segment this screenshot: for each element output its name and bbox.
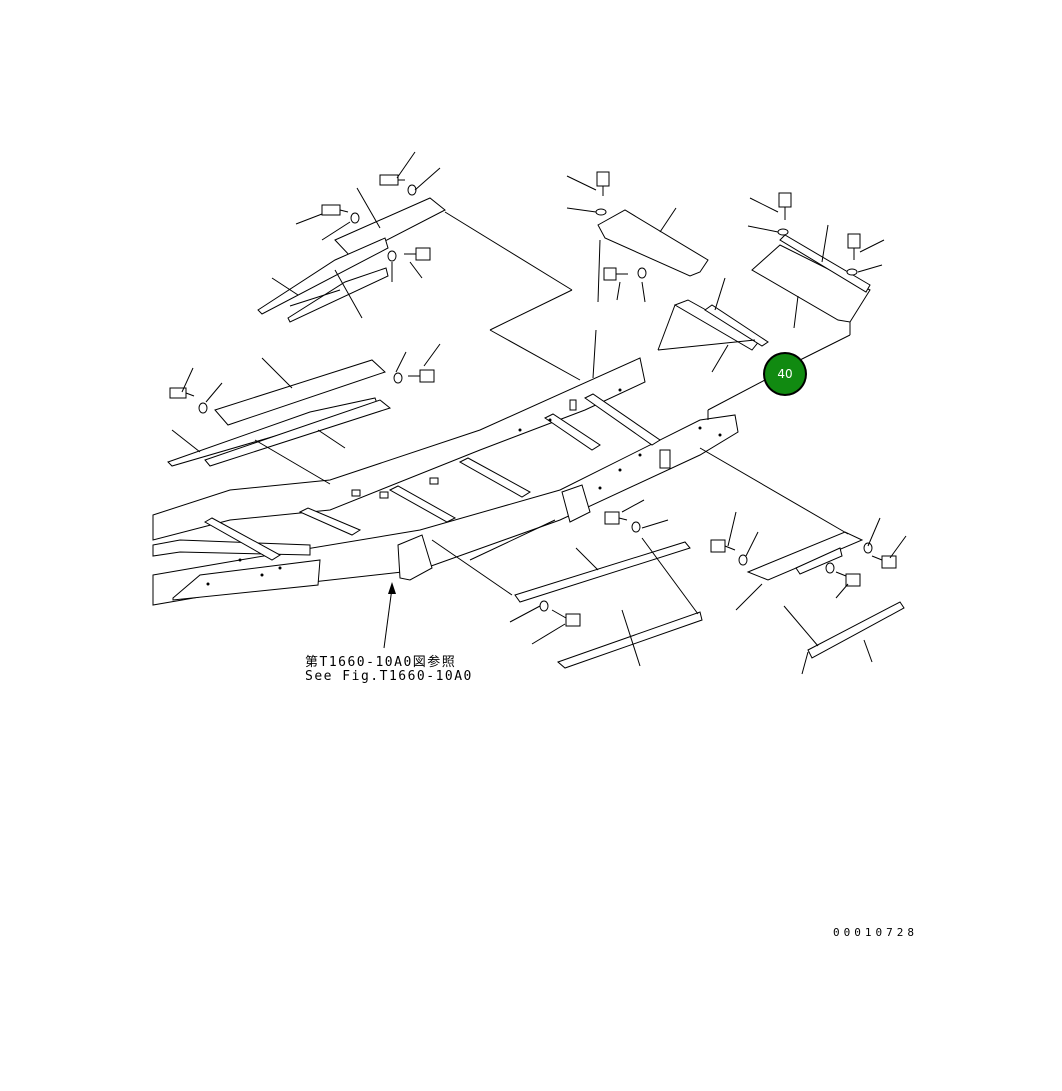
washer-icon (863, 542, 873, 554)
reference-note-english: See Fig.T1660-10A0 (305, 669, 473, 684)
bolt-icon (871, 555, 897, 569)
bolt-icon (404, 247, 431, 261)
right-lower-strip (807, 601, 905, 659)
lower-center-strip-group (431, 499, 703, 669)
bracket-plate (673, 299, 761, 351)
rail-side-plate (172, 559, 321, 601)
reference-note-japanese: 第T1660-10A0図参照 (305, 655, 457, 670)
upper-strip-lower (287, 267, 389, 323)
frame-holes (206, 388, 722, 586)
lower-strip-lower (557, 611, 703, 669)
washer-icon (407, 184, 417, 196)
bolt-icon (710, 539, 736, 553)
bolt-icon (408, 369, 435, 383)
washer-icon (350, 212, 360, 224)
part-callout-40[interactable]: 40 (765, 354, 805, 394)
cross-members (203, 393, 661, 561)
bolt-icon (551, 609, 581, 627)
top-center-plate-group (566, 171, 709, 379)
washer-icon (738, 554, 748, 566)
bolt-icon (778, 192, 792, 220)
washer-icon (777, 228, 789, 236)
bolt-icon (596, 171, 610, 196)
bolt-icon (169, 387, 195, 399)
left-middle-plate-group (167, 343, 441, 485)
reference-arrow (383, 582, 396, 649)
washer-icon (825, 562, 835, 574)
bolt-icon (379, 174, 405, 186)
bolt-icon (603, 267, 628, 281)
bolt-icon (321, 204, 349, 216)
right-flange (779, 234, 871, 293)
bolt-icon (835, 571, 861, 587)
upper-left-cover-group (257, 151, 581, 381)
washer-icon (387, 250, 397, 262)
frame-cutouts (351, 399, 671, 499)
upper-right-plate-group (657, 192, 885, 420)
bolt-icon (604, 511, 628, 525)
right-cover-plate (751, 244, 871, 323)
washer-icon (198, 402, 208, 414)
top-cover-plate (597, 209, 709, 277)
side-cover-plate (214, 359, 386, 426)
lower-rail (152, 539, 311, 557)
washer-icon (595, 208, 607, 216)
washer-icon (539, 600, 549, 612)
right-bracket (746, 531, 864, 581)
front-gusset (561, 484, 591, 523)
lower-right-bracket-group (699, 447, 907, 675)
right-bracket-lower (795, 547, 843, 575)
main-frame (152, 357, 739, 606)
washer-icon (393, 372, 403, 384)
washer-icon (846, 268, 858, 276)
callout-label: 40 (777, 367, 793, 381)
upper-strip (257, 237, 389, 315)
document-number: 00010728 (833, 926, 918, 939)
washer-icon (631, 521, 641, 533)
lower-strip-upper (514, 541, 691, 603)
rear-gusset (397, 534, 433, 581)
side-strip-lower (204, 399, 392, 467)
bracket-strip (704, 304, 769, 347)
upper-cover-plate (334, 197, 446, 259)
washer-icon (637, 267, 647, 279)
bolt-icon (847, 233, 861, 260)
